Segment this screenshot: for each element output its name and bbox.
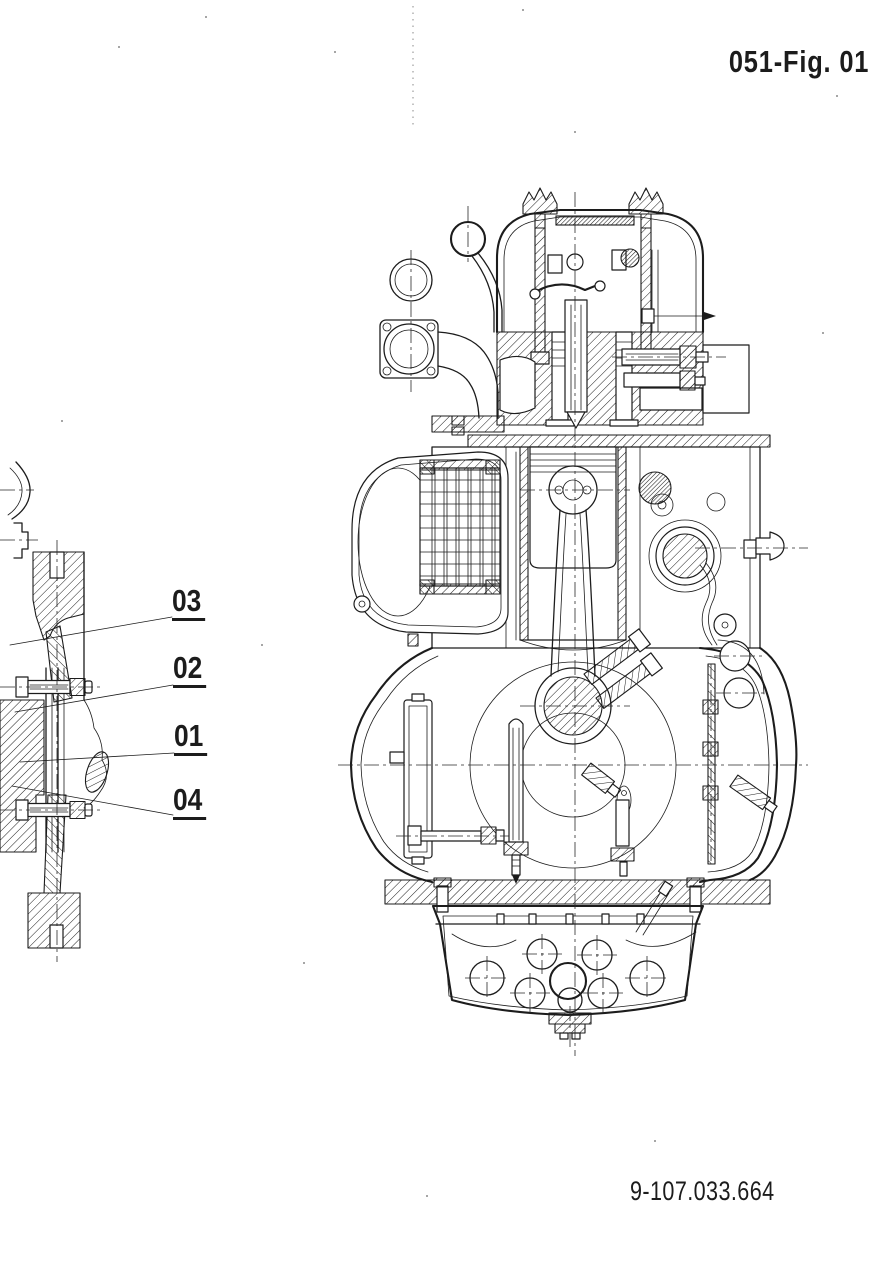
breather-arrow bbox=[641, 308, 716, 324]
bottom-flange bbox=[384, 877, 771, 913]
cylinder-head bbox=[496, 248, 704, 429]
paper-speckles bbox=[61, 9, 838, 1197]
detail-view-flywheel-section bbox=[0, 461, 110, 962]
drain-plug bbox=[548, 1006, 592, 1050]
oil-pan-ports bbox=[465, 934, 669, 1013]
part-callout-03: 03 bbox=[172, 585, 206, 621]
part-callout-02: 02 bbox=[173, 652, 207, 688]
part-callout-04: 04 bbox=[173, 784, 207, 820]
inspection-knob bbox=[695, 531, 808, 561]
oil-pan bbox=[431, 880, 705, 1050]
side-cover-door bbox=[698, 639, 779, 884]
main-view-engine-cross-section bbox=[338, 187, 808, 1056]
drawing-number: 9-107.033.664 bbox=[630, 1176, 775, 1206]
callout-leader-lines bbox=[9, 616, 175, 816]
figure-label: 051-Fig. 01 bbox=[728, 44, 869, 79]
cylinder-block bbox=[431, 415, 771, 651]
part-callout-01: 01 bbox=[174, 720, 208, 756]
piston bbox=[520, 446, 630, 569]
lifting-handle bbox=[449, 206, 503, 333]
camshaft-and-ports bbox=[638, 471, 737, 646]
centerlines bbox=[338, 192, 808, 1056]
rocker-shaft-studs bbox=[612, 344, 750, 414]
connecting-rod bbox=[520, 509, 663, 745]
oil-cooler bbox=[351, 451, 509, 647]
cover-star-nut-left bbox=[522, 187, 558, 229]
